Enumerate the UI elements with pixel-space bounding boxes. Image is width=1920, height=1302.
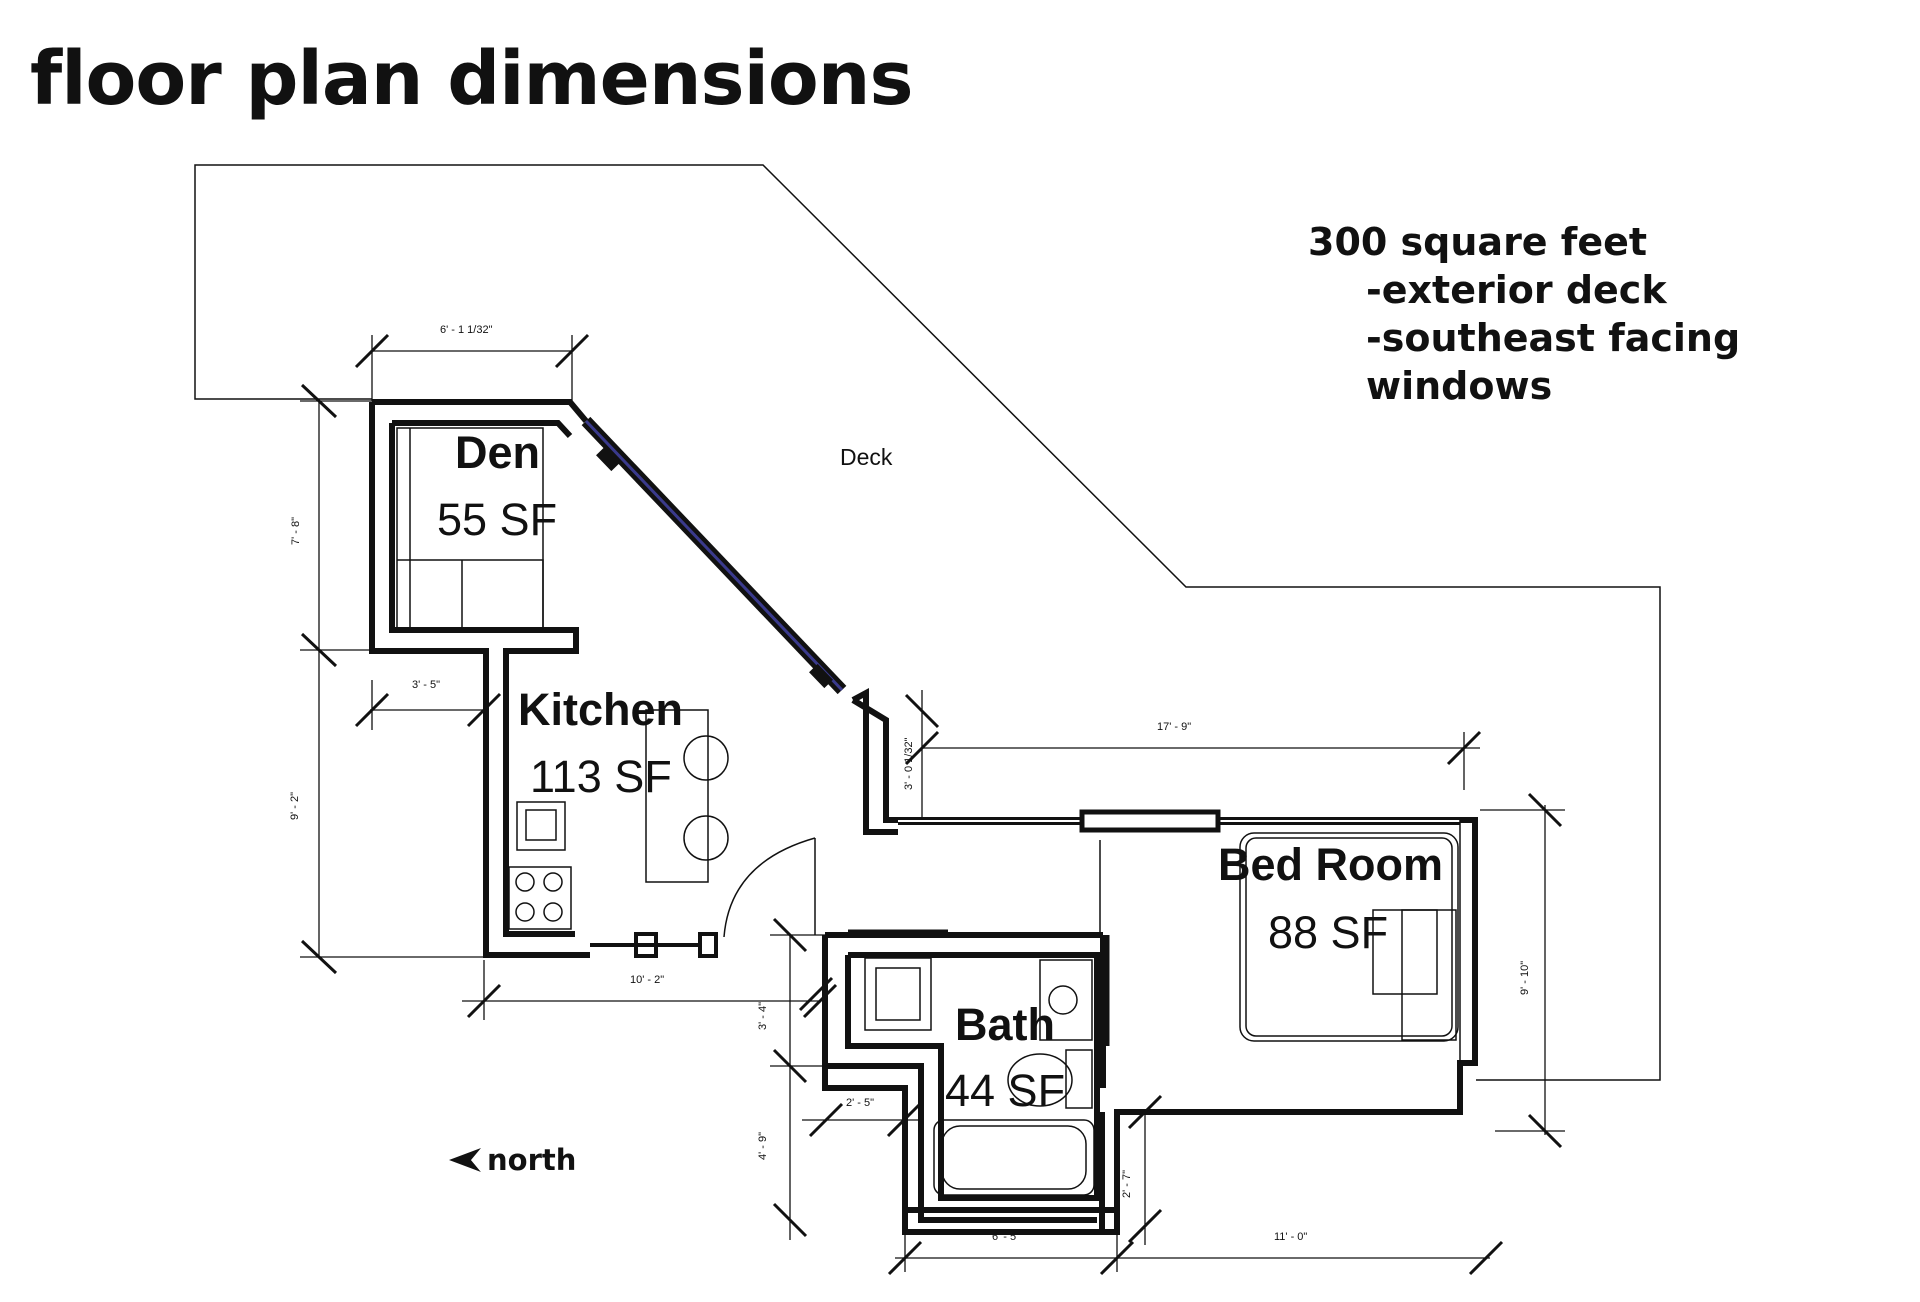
dim-label: 9' - 2" bbox=[289, 792, 301, 820]
dim-tick bbox=[354, 692, 390, 728]
dim-label: 11' - 0" bbox=[1274, 1231, 1307, 1243]
dim-tick bbox=[904, 730, 940, 766]
page-title: floor plan dimensions bbox=[30, 36, 914, 122]
kitchen-door-swing bbox=[723, 837, 816, 938]
burner bbox=[515, 872, 535, 892]
den-kitchen-window-glass bbox=[584, 419, 844, 692]
dim-label: 3' - 5" bbox=[412, 679, 440, 691]
dim-tick bbox=[466, 983, 502, 1019]
windows bbox=[581, 416, 1477, 1063]
den-sofa bbox=[396, 427, 544, 630]
stool bbox=[683, 815, 729, 861]
dim-tick bbox=[772, 1202, 808, 1238]
dim-tick bbox=[886, 1102, 922, 1138]
den-kitchen-walls bbox=[369, 399, 590, 958]
dim-label: 6' - 5" bbox=[992, 1231, 1020, 1243]
sofa-seat bbox=[397, 559, 544, 629]
dim-tick bbox=[772, 1048, 808, 1084]
room-name-bath: Bath bbox=[955, 999, 1055, 1050]
dim-tick bbox=[1527, 1113, 1563, 1149]
room-name-kitchen: Kitchen bbox=[518, 684, 683, 735]
room-name-den: Den bbox=[455, 427, 540, 478]
dim-label: 7' - 8" bbox=[290, 517, 302, 545]
dim-label: 9' - 10" bbox=[1519, 961, 1531, 995]
kitchen-table bbox=[645, 709, 709, 883]
dim-tick bbox=[1127, 1208, 1163, 1244]
bedroom-window-frame bbox=[1079, 809, 1221, 833]
note-item: -exterior deck bbox=[1366, 268, 1667, 312]
dim-tick bbox=[802, 983, 838, 1019]
dim-tick bbox=[1127, 1094, 1163, 1130]
dim-tick bbox=[1099, 1240, 1135, 1276]
dim-tick bbox=[354, 333, 390, 369]
north-indicator: north bbox=[447, 1140, 576, 1180]
bathtub-inner bbox=[941, 1125, 1087, 1190]
dim-label: 6' - 1 1/32" bbox=[440, 324, 493, 336]
bed-pillow bbox=[1401, 909, 1457, 1041]
washer bbox=[864, 957, 932, 1031]
window-mullion bbox=[809, 663, 833, 689]
toilet-bowl bbox=[1007, 1053, 1073, 1107]
dim-tick bbox=[1446, 730, 1482, 766]
note-item: -southeast facing windows bbox=[1366, 316, 1741, 408]
burner bbox=[543, 872, 563, 892]
room-name-bedroom: Bed Room bbox=[1218, 839, 1443, 890]
dim-tick bbox=[300, 939, 338, 975]
bed-frame bbox=[1239, 832, 1459, 1042]
room-area-den: 55 SF bbox=[437, 494, 557, 545]
dim-label: 17' - 9" bbox=[1157, 721, 1191, 733]
dim-tick bbox=[772, 917, 808, 953]
room-area-bath: 44 SF bbox=[945, 1065, 1065, 1116]
kitchen-sink bbox=[516, 801, 566, 851]
dim-label: 2' - 7" bbox=[1121, 1170, 1133, 1198]
room-area-kitchen: 113 SF bbox=[530, 751, 672, 802]
toilet-tank bbox=[1065, 1049, 1093, 1109]
bath-fixtures bbox=[864, 957, 1095, 1196]
dim-tick bbox=[1527, 792, 1563, 828]
dim-tick bbox=[466, 692, 502, 728]
dim-tick bbox=[1468, 1240, 1504, 1276]
bedroom-bed bbox=[1239, 820, 1461, 1063]
dim-tick bbox=[808, 1102, 844, 1138]
notes-headline: 300 square feet bbox=[1308, 220, 1648, 264]
window-mullion bbox=[596, 446, 620, 472]
north-label: north bbox=[487, 1143, 577, 1177]
cooktop bbox=[508, 866, 572, 930]
bed-mattress bbox=[1245, 837, 1453, 1037]
kitchen-window-frame bbox=[698, 932, 718, 958]
dim-label: 3' - 0 1/32" bbox=[903, 737, 915, 790]
bath-vanity bbox=[1039, 959, 1093, 1041]
burner bbox=[543, 902, 563, 922]
washer-inner bbox=[875, 967, 921, 1021]
deck-outline bbox=[194, 164, 1661, 1081]
dim-label: 3' - 4" bbox=[757, 1002, 769, 1030]
sink-basin bbox=[525, 809, 557, 841]
room-area-bedroom: 88 SF bbox=[1268, 907, 1388, 958]
dim-label: 2' - 5" bbox=[846, 1097, 874, 1109]
dim-label: 10' - 2" bbox=[630, 974, 664, 986]
feature-notes: 300 square feet -exterior deck -southeas… bbox=[1308, 218, 1920, 410]
dim-tick bbox=[887, 1240, 923, 1276]
bath-sink bbox=[1048, 985, 1078, 1015]
stool bbox=[683, 735, 729, 781]
bathtub bbox=[933, 1119, 1095, 1196]
dim-label: 4' - 9" bbox=[757, 1132, 769, 1160]
dimension-lines bbox=[300, 333, 1565, 1276]
kitchen-counter bbox=[508, 709, 816, 938]
burner bbox=[515, 902, 535, 922]
dim-tick bbox=[798, 976, 834, 1012]
dim-tick bbox=[300, 383, 338, 419]
dim-tick bbox=[554, 333, 590, 369]
deck-label: Deck bbox=[840, 444, 893, 470]
sofa-outline bbox=[396, 427, 544, 630]
dim-tick bbox=[904, 693, 940, 729]
north-arrow-icon bbox=[449, 1148, 481, 1172]
